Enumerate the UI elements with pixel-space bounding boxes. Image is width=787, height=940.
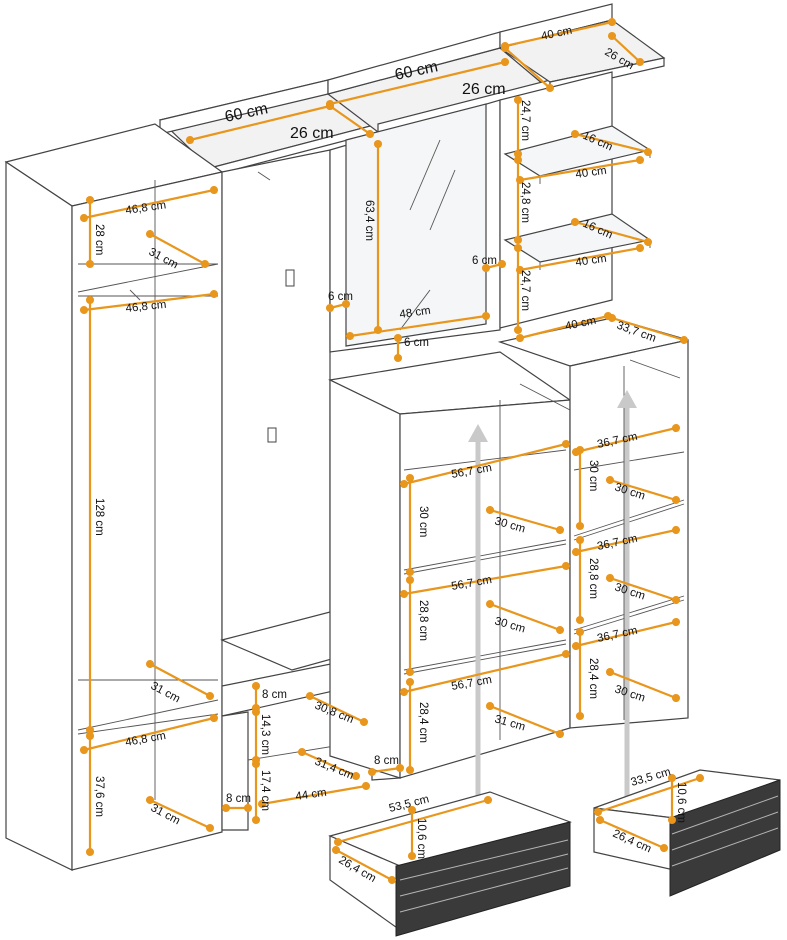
label-mirror-gap-l: 6 cm (328, 291, 353, 303)
label-left-bot-h: 37,6 cm (93, 776, 105, 817)
label-left-top-w: 46,8 cm (125, 199, 167, 217)
label-bench-h1: 8 cm (262, 689, 287, 701)
label-left-mid-h: 128 cm (93, 498, 105, 536)
label-right-h1: 30 cm (587, 460, 599, 491)
label-glass-sp1: 24,7 cm (519, 100, 531, 141)
label-glass-w1: 40 cm (575, 165, 608, 181)
label-mirror-h: 63,4 cm (363, 200, 375, 241)
label-right-h2: 28,8 cm (587, 558, 599, 599)
label-mirror-w: 48 cm (399, 305, 432, 321)
label-mid-h2: 28,8 cm (417, 600, 429, 641)
label-top-shelf-1-d: 26 cm (290, 125, 334, 142)
label-drawer-big-h: 10,6 cm (415, 818, 427, 859)
label-left-mid-w: 46,8 cm (125, 299, 167, 315)
label-mirror-gap-b: 6 cm (404, 337, 429, 349)
label-right-h3: 28,4 cm (587, 658, 599, 699)
dimension-lines (79, 17, 705, 885)
label-mid-h3: 28,4 cm (417, 702, 429, 743)
label-bench-side-l: 8 cm (226, 793, 251, 805)
label-bench-h3: 17,4 cm (259, 770, 271, 811)
label-glass-sp2: 24,8 cm (519, 182, 531, 223)
label-mid-h1: 30 cm (417, 506, 429, 537)
label-drawer-small-h: 10,6 cm (675, 782, 687, 823)
label-mirror-gap-r: 6 cm (472, 255, 497, 267)
label-glass-w2: 40 cm (575, 253, 608, 269)
drawer-large (328, 791, 572, 937)
middle-cabinet (328, 351, 572, 779)
label-left-top-h: 28 cm (93, 224, 105, 255)
label-bench-w: 44 cm (295, 787, 328, 803)
label-bench-h2: 14,3 cm (259, 714, 271, 755)
label-glass-sp3: 24,7 cm (519, 270, 531, 311)
label-bench-side-r: 8 cm (374, 755, 399, 767)
coat-panel (221, 149, 331, 641)
left-tall-cabinet (4, 123, 224, 871)
label-top-shelf-2-d: 26 cm (462, 81, 506, 98)
